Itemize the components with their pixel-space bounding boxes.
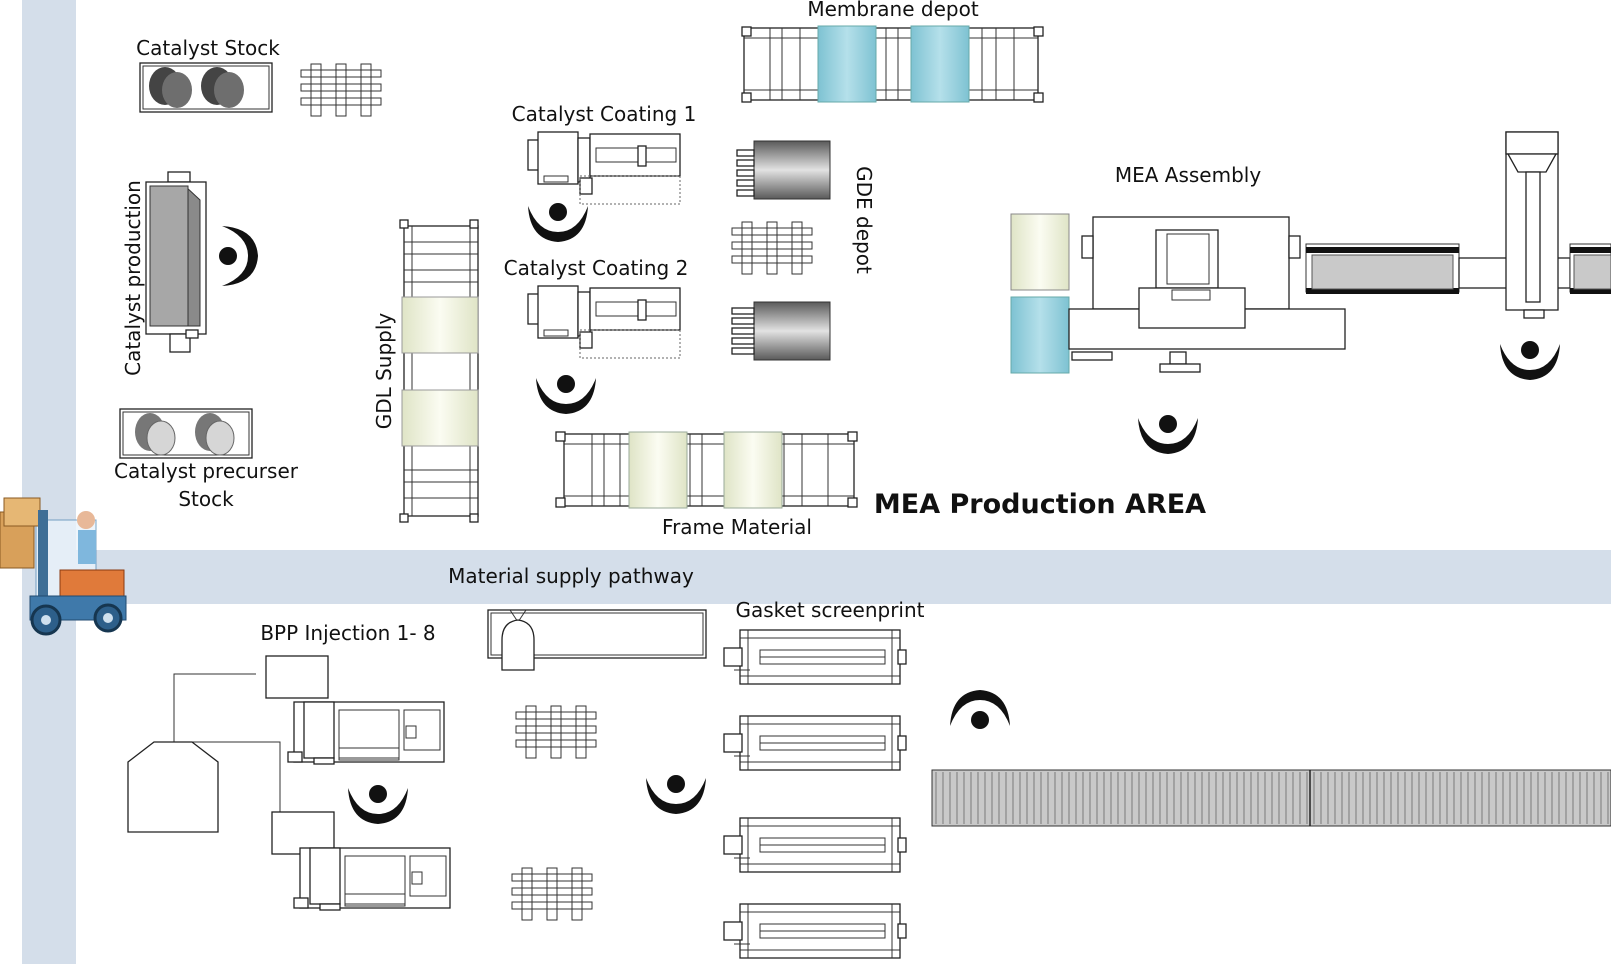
frame-material-rack (555, 431, 858, 509)
label-gde-depot: GDE depot (852, 166, 876, 274)
operator-icon (1500, 341, 1560, 380)
label-catalyst-precursor: Catalyst precurser (114, 459, 299, 483)
operator-icon (646, 775, 706, 814)
operator-icon (1138, 415, 1198, 454)
operator-icon (528, 203, 588, 242)
label-catalyst-coating-2: Catalyst Coating 2 (504, 256, 689, 280)
material-supply-pathway (76, 550, 1611, 604)
label-catalyst-production: Catalyst production (121, 180, 145, 376)
catalyst-stock (139, 62, 273, 113)
gasket-screenprinter-4 (723, 903, 907, 959)
label-gdl-supply: GDL Supply (372, 313, 396, 430)
gdl-supply-rack (399, 219, 479, 523)
pallet-icon (300, 63, 382, 117)
bottom-conveyor (931, 769, 1611, 827)
catalyst-coater-1 (527, 131, 681, 205)
label-gasket-screenprint: Gasket screenprint (735, 598, 924, 622)
operator-icon (536, 375, 596, 414)
bpp-injection-area (127, 655, 451, 911)
catalyst-coater-2 (527, 285, 681, 359)
gasket-screenprinter-2 (723, 715, 907, 771)
catalyst-precursor-stock (119, 408, 253, 459)
pallet-icon (515, 705, 597, 759)
label-catalyst-stock: Catalyst Stock (136, 36, 280, 60)
label-bpp-injection: BPP Injection 1- 8 (260, 621, 435, 645)
operator-icon (219, 226, 258, 286)
gasket-screenprinter-1 (723, 629, 907, 685)
forklift-icon (0, 497, 127, 636)
operator-icon (950, 690, 1010, 729)
membrane-depot-rack (741, 25, 1044, 103)
label-material-supply-pathway: Material supply pathway (448, 564, 694, 588)
label-catalyst-precursor-stock: Stock (178, 487, 234, 511)
gde-depot (731, 140, 831, 361)
pallet-icon (511, 867, 593, 921)
operator-icon (348, 785, 408, 824)
area-title: MEA Production AREA (874, 489, 1206, 520)
label-membrane-depot: Membrane depot (807, 0, 978, 21)
catalyst-production-machine (145, 171, 207, 353)
vertical-pathway (22, 0, 76, 964)
label-frame-material: Frame Material (662, 515, 812, 539)
mea-assembly-machine (1010, 131, 1611, 374)
gasket-screenprinter-3 (723, 817, 907, 873)
label-catalyst-coating-1: Catalyst Coating 1 (512, 102, 697, 126)
dispenser-unit (487, 609, 707, 671)
label-mea-assembly: MEA Assembly (1115, 163, 1261, 187)
